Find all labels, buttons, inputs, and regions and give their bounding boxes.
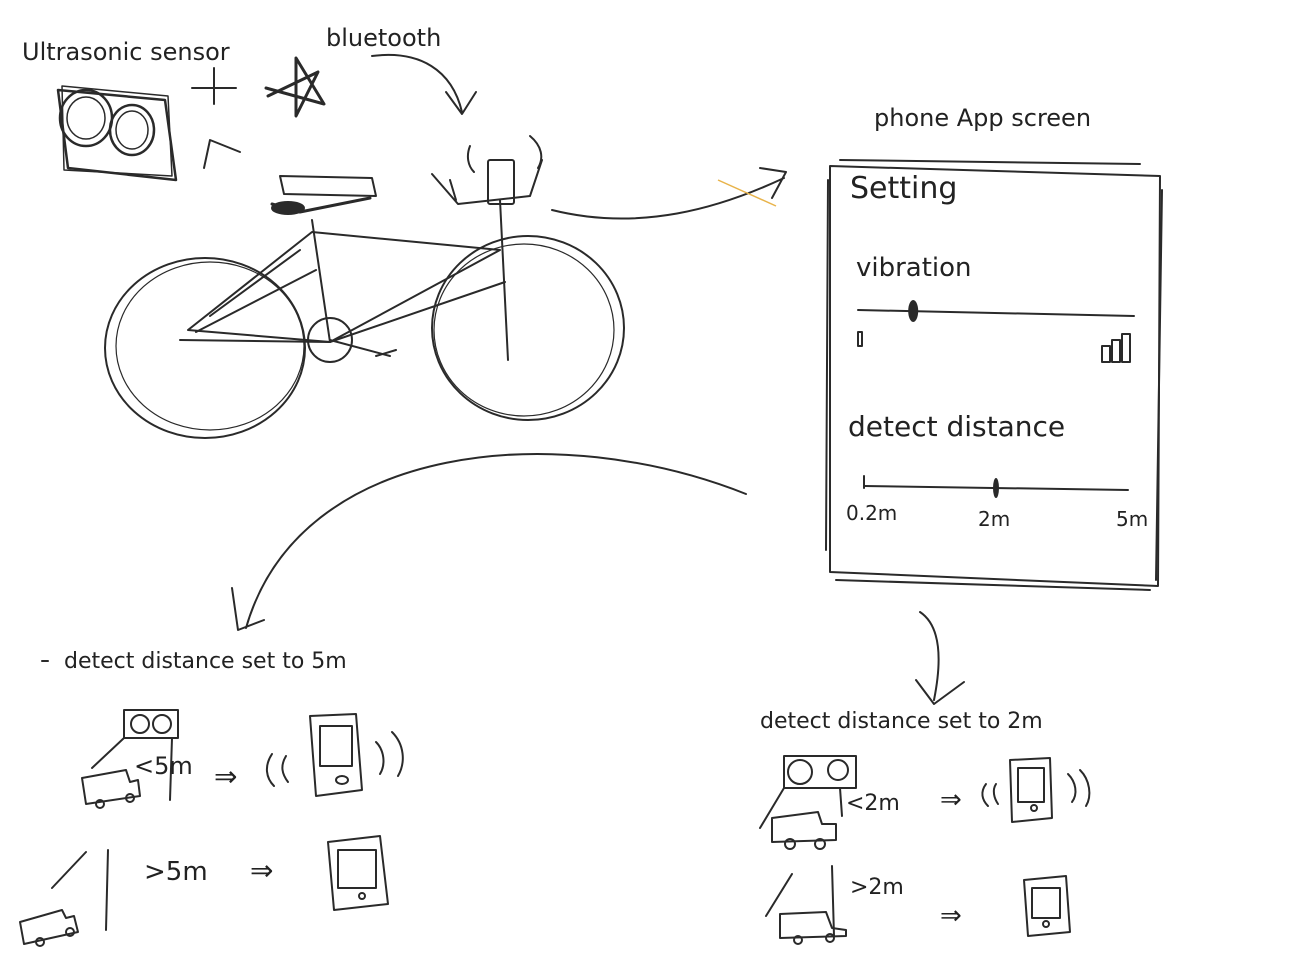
gt2m-label: >2m	[850, 875, 904, 900]
car-icon	[771, 811, 837, 850]
scenario-5m-near: <5m ⇒	[81, 709, 404, 809]
sensor-small-icon	[91, 709, 179, 801]
distance-label: detect distance	[848, 410, 1065, 443]
vibration-label: vibration	[856, 253, 972, 283]
sensor-pointer	[203, 139, 241, 169]
distance-max-label: 5m	[1116, 507, 1148, 531]
gt5m-label: >5m	[144, 857, 208, 887]
bicycle-illustration	[104, 135, 625, 439]
phone-silent-icon	[327, 835, 389, 911]
lt2m-label: <2m	[846, 791, 900, 816]
bike-to-app-arrow	[551, 167, 787, 220]
phone-silent-icon	[1023, 875, 1071, 937]
distance-min-label: 0.2m	[846, 501, 897, 525]
vibration-waves-left-2	[981, 783, 999, 807]
implies-arrow-2: ⇒	[250, 854, 273, 887]
vibration-track	[857, 309, 1135, 317]
vibration-knob[interactable]	[908, 300, 919, 322]
section-5m-title: detect distance set to 5m	[64, 649, 347, 674]
vibration-low-icon	[857, 331, 863, 347]
scenario-2m-near: <2m ⇒	[759, 755, 1091, 850]
phone-vibrating-icon	[1009, 757, 1053, 823]
distance-slider[interactable]	[863, 475, 1129, 498]
car-icon	[81, 769, 141, 809]
bluetooth-icon	[264, 56, 326, 118]
sensor-small-icon	[759, 755, 857, 829]
highlight-mark	[717, 179, 777, 207]
vibration-waves-right-2	[1067, 769, 1091, 807]
phone-vibrating-icon	[309, 713, 363, 797]
bluetooth-arrow	[371, 54, 477, 115]
distance-knob[interactable]	[993, 478, 999, 498]
implies-arrow-4: ⇒	[940, 901, 962, 931]
plus-icon	[191, 67, 237, 105]
implies-arrow-1: ⇒	[214, 760, 237, 793]
bluetooth-label: bluetooth	[326, 24, 441, 52]
implies-arrow-3: ⇒	[940, 785, 962, 815]
distance-mid-label: 2m	[978, 507, 1010, 531]
scenario-5m-far: >5m ⇒	[19, 835, 389, 947]
car-icon	[779, 911, 847, 945]
car-icon	[19, 909, 79, 947]
sensor-label: Ultrasonic sensor	[22, 38, 230, 66]
lt5m-label: <5m	[134, 752, 193, 780]
vibration-waves-right-1	[375, 731, 404, 777]
scenario-2m-far: >2m ⇒	[765, 865, 1071, 945]
app-setting-title: Setting	[850, 171, 957, 206]
phone-app-title: phone App screen	[874, 104, 1091, 132]
phone-app-frame	[825, 159, 1163, 591]
ultrasonic-sensor-icon	[56, 85, 178, 182]
app-to-5m-arrow	[231, 453, 747, 631]
app-to-2m-arrow	[915, 611, 965, 705]
vibration-slider[interactable]	[857, 300, 1135, 363]
vibration-waves-left-1	[266, 753, 289, 787]
section-2m-title: detect distance set to 2m	[760, 709, 1043, 734]
vibration-high-icon	[1101, 333, 1131, 363]
